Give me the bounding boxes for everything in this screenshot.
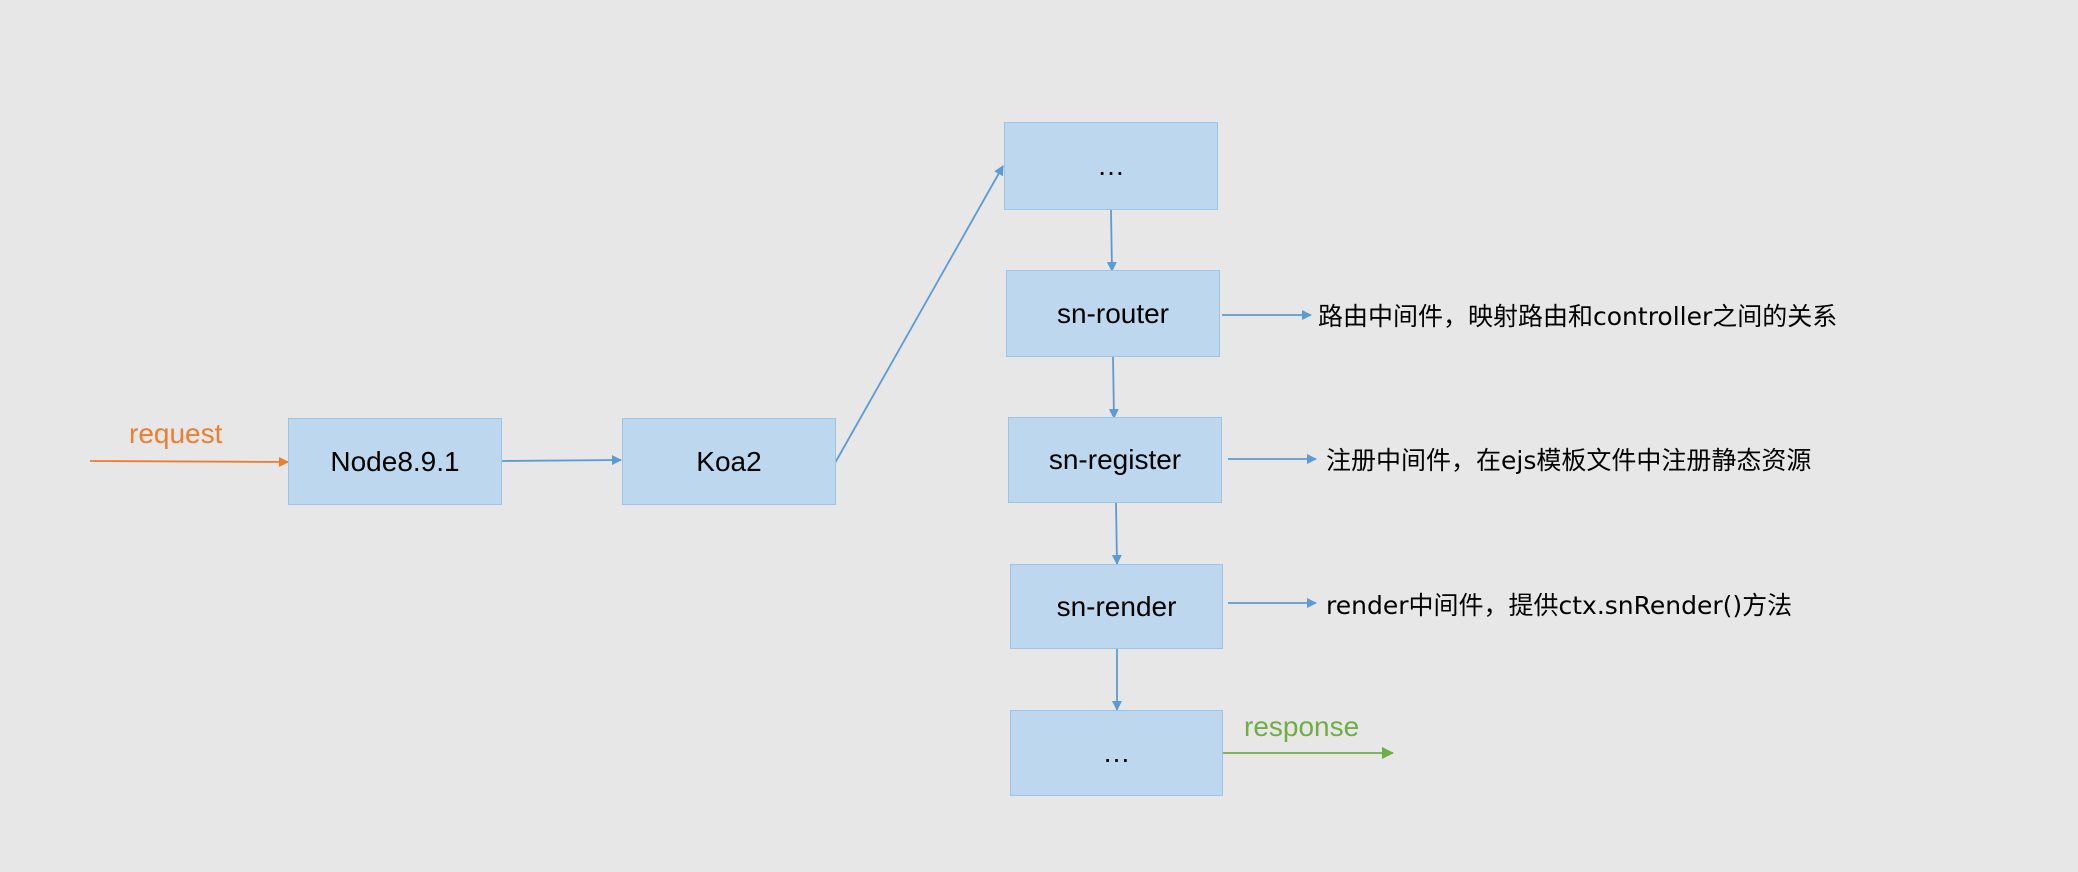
sn-render-box: sn-render <box>1010 564 1223 649</box>
arrow-node-to-koa <box>501 455 622 466</box>
request-label: request <box>129 418 223 449</box>
koa-box: Koa2 <box>622 418 836 505</box>
arrow-register-to-render <box>1111 502 1122 565</box>
bottom-ellipsis-box: … <box>1010 710 1223 796</box>
top-ellipsis-box: … <box>1004 122 1218 210</box>
node-js-box: Node8.9.1 <box>288 418 502 505</box>
sn-router-box: sn-router <box>1006 270 1220 357</box>
arrow-router-to-register <box>1108 356 1119 419</box>
response-label: response <box>1244 711 1360 742</box>
sn-register-note: 注册中间件，在ejs模板文件中注册静态资源 <box>1326 446 1812 475</box>
sn-render-note: render中间件，提供ctx.snRender()方法 <box>1326 591 1793 620</box>
sn-router-note: 路由中间件，映射路由和controller之间的关系 <box>1318 302 1838 331</box>
arrow-ellipsis-to-router <box>1106 209 1117 272</box>
arrow-koa-to-top-ellipsis <box>834 165 1004 464</box>
sn-register-box: sn-register <box>1008 417 1222 503</box>
request-arrow <box>89 456 289 467</box>
